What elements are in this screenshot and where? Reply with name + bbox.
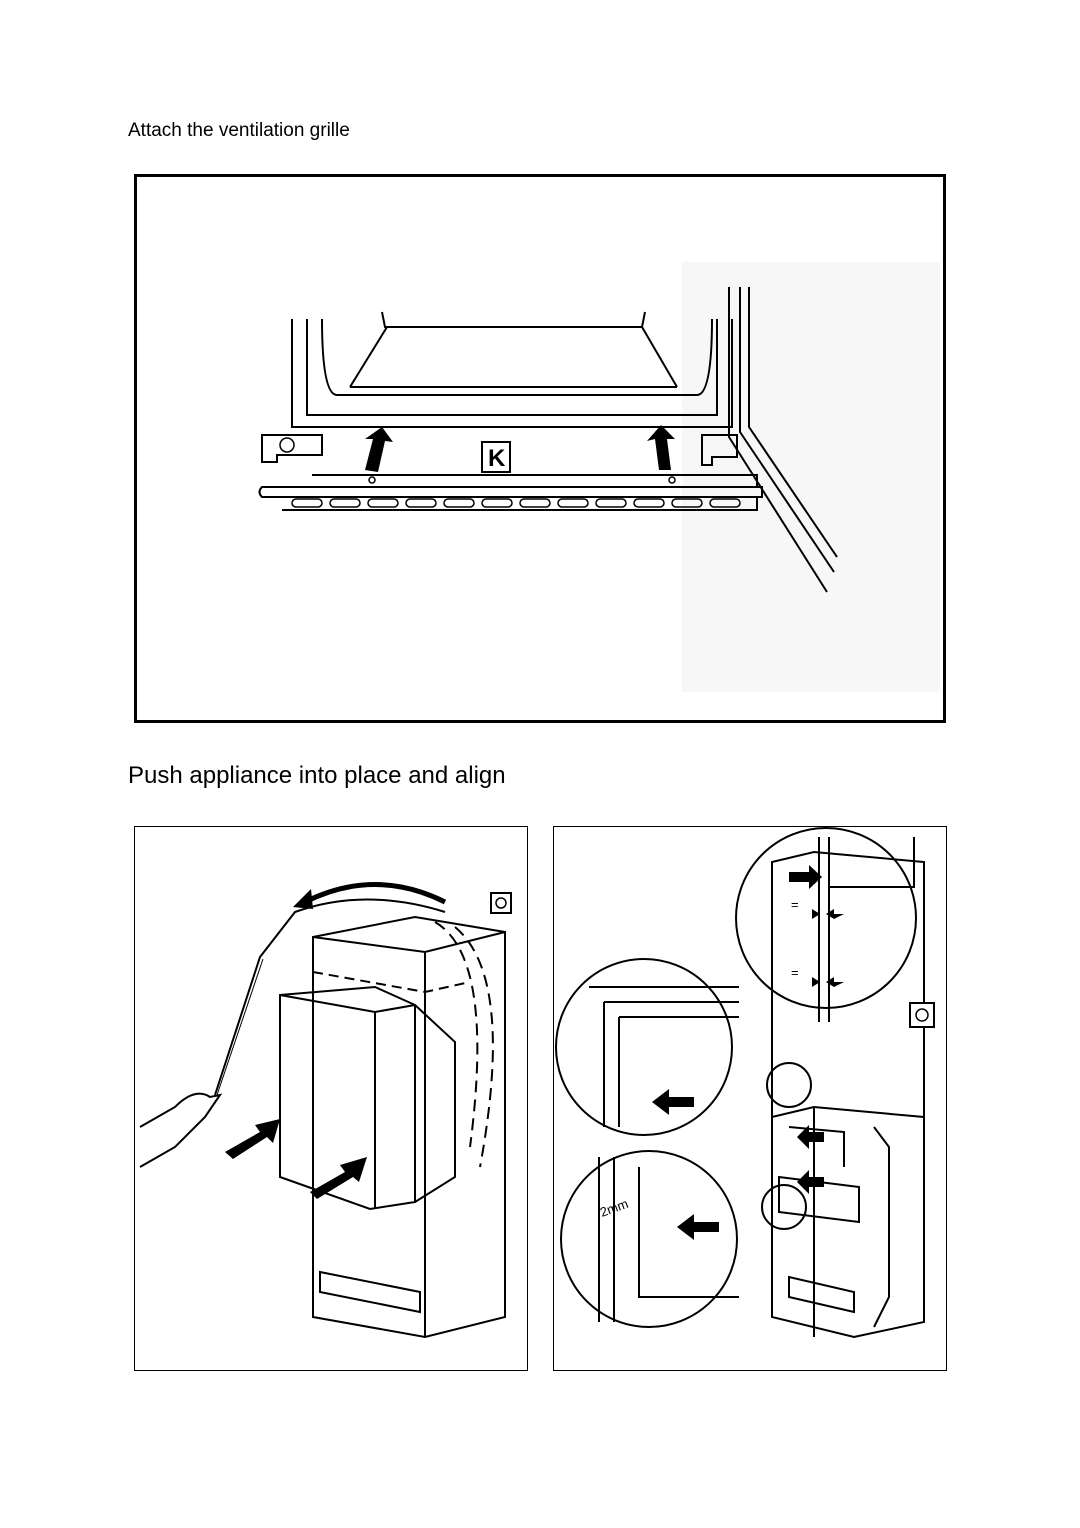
arrow-push-icon <box>789 865 822 889</box>
ventilation-grille-figure: K <box>134 174 946 723</box>
socket-icon <box>490 892 512 914</box>
arrow-push-icon <box>225 1119 280 1159</box>
arrow-push-icon <box>797 1170 824 1194</box>
arrow-push-icon <box>310 1157 367 1199</box>
curved-arrow-icon <box>293 882 447 909</box>
grille-heading: Attach the ventilation grille <box>128 120 350 141</box>
arrow-up-icon <box>647 425 675 470</box>
align-appliance-figure: = = 2mm <box>553 826 947 1371</box>
push-appliance-figure <box>134 826 528 1371</box>
arrow-push-icon <box>677 1214 719 1240</box>
arrow-push-icon <box>797 1125 824 1149</box>
grille-marker: K <box>488 445 506 472</box>
socket-icon <box>909 1002 935 1028</box>
push-heading: Push appliance into place and align <box>128 762 506 789</box>
arrow-up-icon <box>365 427 393 472</box>
equal-mark: = <box>791 897 799 912</box>
arrow-push-icon <box>652 1089 694 1115</box>
equal-mark: = <box>791 965 799 980</box>
